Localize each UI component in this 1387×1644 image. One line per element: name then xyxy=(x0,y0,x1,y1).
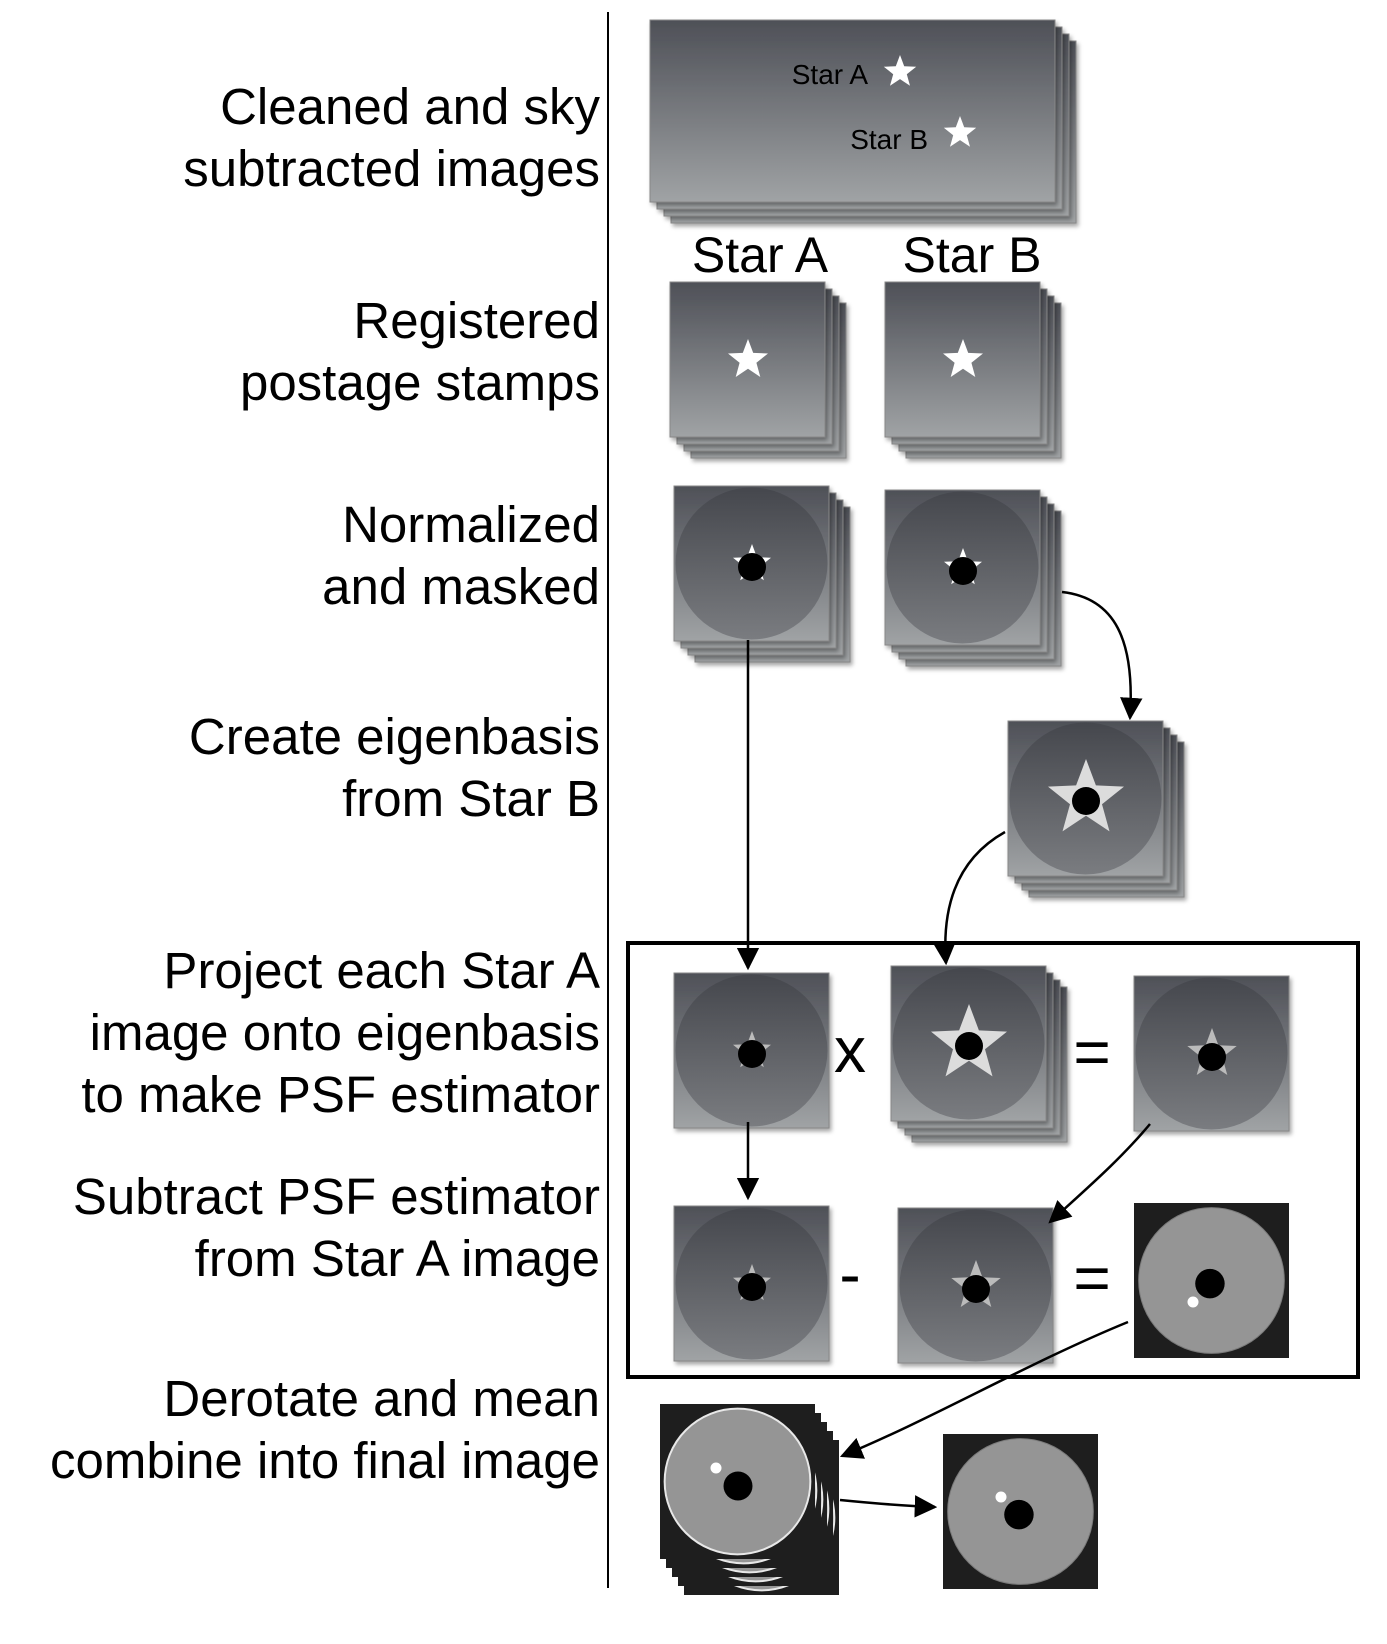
star-a-image xyxy=(673,1205,830,1362)
psf-estimator xyxy=(897,1207,1054,1364)
label-cleaned-images: Cleaned and sky subtracted images xyxy=(183,76,600,200)
label-subtract-psf: Subtract PSF estimator from Star A image xyxy=(73,1166,600,1290)
arrow-derotate-to-final xyxy=(839,1495,938,1518)
masked-core xyxy=(949,557,977,585)
label-line: from Star B xyxy=(342,770,600,827)
derotated-top-frame xyxy=(660,1404,815,1559)
derotated-stack xyxy=(660,1404,839,1595)
stamp-star-a xyxy=(669,281,826,438)
label-line: to make PSF estimator xyxy=(81,1066,600,1123)
svg-text:Star B: Star B xyxy=(850,124,928,155)
masked-core xyxy=(1195,1268,1225,1299)
column-header-star-a: Star A xyxy=(692,227,829,283)
label-project-star-a: Project each Star A image onto eigenbasi… xyxy=(81,940,600,1126)
masked-core xyxy=(1198,1043,1226,1071)
star-icon xyxy=(943,339,983,377)
column-header-star-b: Star B xyxy=(903,227,1042,283)
masked-core xyxy=(723,1471,753,1501)
star-icon xyxy=(728,339,768,377)
masked-core xyxy=(738,1040,766,1068)
masked-core xyxy=(1072,787,1100,815)
masked-core xyxy=(962,1275,990,1303)
multiply-operator: x xyxy=(834,1014,866,1086)
eigenbasis-stack-projection xyxy=(890,965,1068,1143)
label-create-eigenbasis: Create eigenbasis from Star B xyxy=(189,706,600,830)
masked-core xyxy=(1004,1499,1034,1530)
eigenbasis-frame xyxy=(1007,720,1164,877)
masked-core xyxy=(738,553,766,581)
companion-dot xyxy=(995,1491,1007,1503)
label-line: Normalized xyxy=(342,496,600,553)
normalized-star-a xyxy=(673,485,830,642)
cleaned-images-layers xyxy=(649,19,1077,224)
process-box xyxy=(626,941,1360,1379)
star-a-image xyxy=(673,972,830,1129)
label-registered-stamps: Registered postage stamps xyxy=(240,290,600,414)
companion-dot xyxy=(710,1462,722,1474)
label-line: combine into final image xyxy=(50,1432,600,1489)
arrow-estimator-to-subtract xyxy=(1048,1123,1151,1224)
normalized-stack-star-b xyxy=(884,489,1062,667)
label-line: Derotate and mean xyxy=(163,1370,600,1427)
label-line: Cleaned and sky xyxy=(220,78,600,135)
star-b-icon xyxy=(943,116,977,147)
label-line: Registered xyxy=(353,292,600,349)
arrow-residual-to-derotate xyxy=(839,1320,1129,1459)
frame-label-star-a: Star A xyxy=(792,59,869,90)
label-line: Create eigenbasis xyxy=(188,708,600,765)
masked-core xyxy=(738,1273,766,1301)
masked-core xyxy=(955,1032,983,1060)
arrow-normalized-b-to-eigenbasis xyxy=(1061,590,1143,721)
minus-operator: - xyxy=(839,1238,860,1310)
svg-text:Star A: Star A xyxy=(792,59,869,90)
label-normalized-masked: Normalized and masked xyxy=(322,494,600,618)
label-line: subtracted images xyxy=(183,140,600,197)
label-line: postage stamps xyxy=(239,354,600,411)
frame-label-star-b: Star B xyxy=(850,124,928,155)
label-line: image onto eigenbasis xyxy=(89,1004,600,1061)
final-image xyxy=(943,1434,1098,1589)
equals-operator-2: = xyxy=(1073,1242,1110,1314)
eigenbasis-frame xyxy=(890,965,1047,1122)
label-derotate-combine: Derotate and mean combine into final ima… xyxy=(50,1368,600,1492)
eigenbasis-stack xyxy=(1007,720,1185,898)
label-line: Subtract PSF estimator xyxy=(72,1168,600,1225)
psf-estimator xyxy=(1133,975,1290,1132)
residual-image xyxy=(1134,1203,1289,1358)
cleaned-images-stack xyxy=(649,19,1077,224)
arrow-eigenbasis-to-project xyxy=(933,830,1006,966)
registered-stamps-star-b xyxy=(884,281,1062,459)
label-line: and masked xyxy=(322,558,600,615)
registered-stamps-star-a xyxy=(669,281,847,459)
label-line: from Star A image xyxy=(194,1230,600,1287)
normalized-star-b xyxy=(884,489,1041,646)
cleaned-image-frame xyxy=(649,19,1056,203)
star-a-icon xyxy=(883,55,917,86)
label-line: Project each Star A xyxy=(163,942,600,999)
stamp-star-b xyxy=(884,281,1041,438)
normalized-stack-star-a xyxy=(673,485,851,663)
equals-operator: = xyxy=(1073,1016,1110,1088)
companion-dot xyxy=(1187,1296,1199,1308)
